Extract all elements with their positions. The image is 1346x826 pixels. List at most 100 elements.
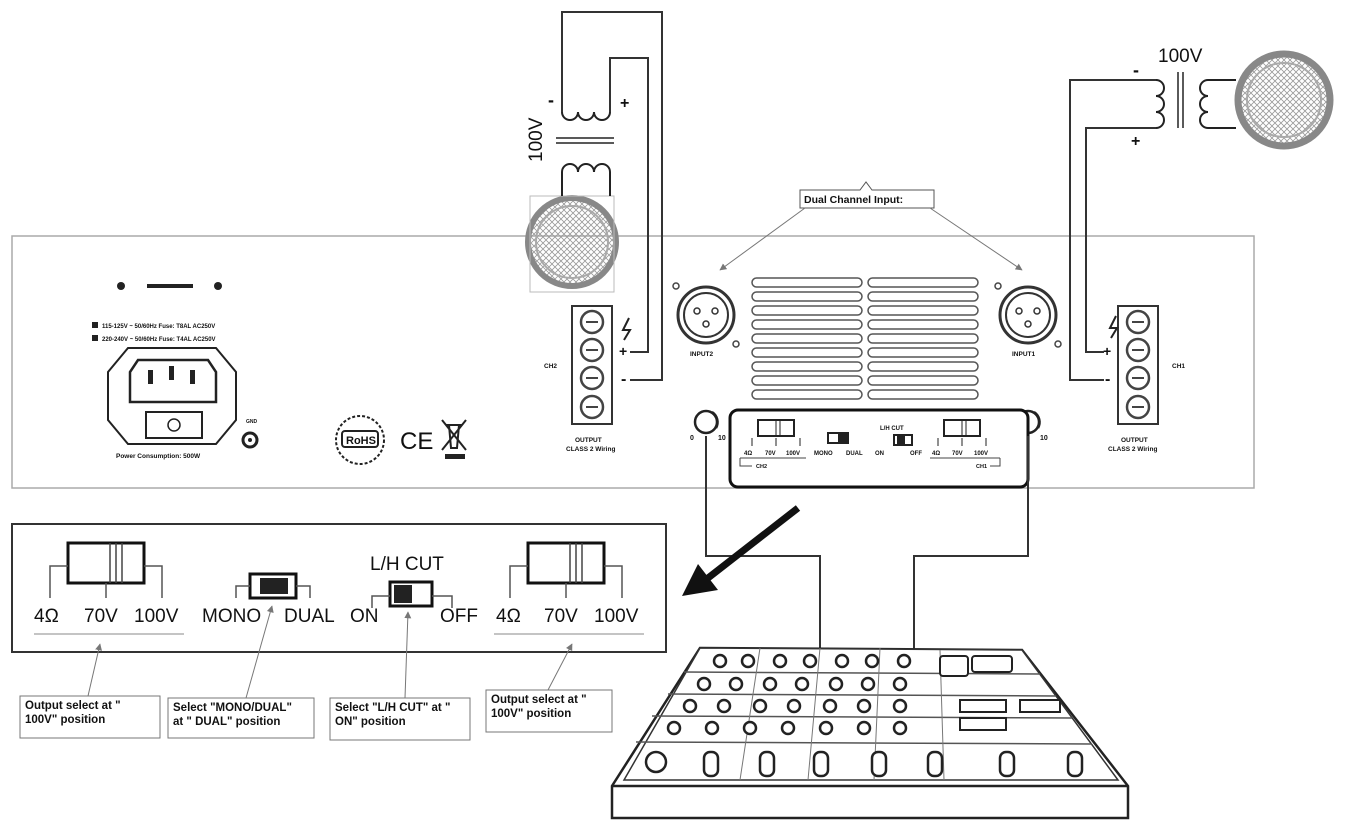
ch2-plus-sign: + (619, 343, 627, 359)
ch2-knob-min: 0 (690, 435, 694, 442)
ch1-speaker (1234, 50, 1334, 150)
note-leaders (87, 605, 573, 699)
ch1-knob-max: 10 (1040, 435, 1048, 442)
ch1-output-selector[interactable] (494, 541, 644, 635)
ch2-transformer (556, 111, 614, 196)
ventilation-grille (751, 277, 979, 400)
voltage-legend: 115-125V ~ 50/60Hz Fuse: T8AL AC250V 220… (92, 322, 216, 343)
ch2-transformer-minus: - (548, 90, 554, 110)
small-ohm: 4Ω (744, 451, 752, 457)
ch2-output-label: OUTPUT (575, 437, 602, 444)
ch2-voltage-label: 100V (526, 117, 547, 162)
note-3-line-2: ON" position (335, 716, 406, 728)
ch1-output-terminal[interactable] (1117, 305, 1159, 425)
mono-dual-switch[interactable] (235, 572, 311, 600)
hazard-bolt-icon-ch1 (1108, 315, 1119, 339)
zoom-off: OFF (440, 606, 478, 627)
ch1-class2-label: CLASS 2 Wiring (1108, 446, 1157, 453)
zoom-right-70v: 70V (544, 606, 578, 627)
note-3: Select "L/H CUT" at " ON" position (335, 701, 450, 729)
note-2: Select "MONO/DUAL" at " DUAL" position (173, 701, 292, 729)
ch2-minus-sign: - (621, 371, 626, 388)
lh-cut-switch[interactable] (371, 580, 453, 608)
zoom-left-100v: 100V (134, 606, 179, 627)
power-consumption-label: Power Consumption: 500W (116, 453, 201, 460)
small-off: OFF (910, 451, 922, 457)
hazard-bolt-icon (621, 317, 632, 341)
small-switch-panel: 4Ω 70V 100V CH2 MONO DUAL L/H CUT ON OFF… (739, 419, 1001, 470)
ch2-label: CH2 (544, 363, 557, 370)
note-4-line-2: 100V" position (491, 708, 572, 720)
dual-channel-input-label: Dual Channel Input: (804, 194, 903, 206)
small-70v: 70V (765, 451, 776, 457)
input1-xlr-connector[interactable] (994, 282, 1062, 348)
ch1-transformer-plus: + (1131, 133, 1140, 150)
small-70v-right: 70V (952, 451, 963, 457)
note-box-1 (19, 695, 161, 739)
small-on: ON (875, 451, 884, 457)
input2-xlr-connector[interactable] (672, 282, 740, 348)
zoom-dual: DUAL (284, 606, 335, 627)
ch1-speaker-wires (1069, 79, 1156, 381)
note-box-2 (167, 697, 315, 739)
panel-indicators (117, 282, 222, 290)
ch1-minus-sign: - (1105, 371, 1110, 388)
note-3-line-1: Select "L/H CUT" at " (335, 702, 451, 714)
gnd-label: GND (246, 419, 258, 425)
small-ohm-right: 4Ω (932, 451, 940, 457)
power-inlet[interactable] (107, 347, 237, 445)
mixer-faders (644, 750, 1084, 778)
ch1-plus-sign: + (1103, 343, 1111, 359)
small-ch2: CH2 (756, 464, 767, 470)
note-4: Output select at " 100V" position (491, 693, 587, 721)
note-box-4 (485, 689, 613, 733)
compliance-logos: RoHS CE (335, 415, 467, 465)
input2-label: INPUT2 (690, 351, 714, 358)
voltage-line-2: 220-240V ~ 50/60Hz Fuse: T4AL AC250V (102, 337, 216, 343)
zoom-lh-cut: L/H CUT (370, 554, 444, 575)
small-ch1: CH1 (976, 464, 987, 470)
ch2-speaker (525, 195, 619, 293)
ch1-voltage-label: 100V (1158, 46, 1203, 67)
note-1: Output select at " 100V" position (25, 699, 121, 727)
zoom-right-ohm: 4Ω (496, 606, 521, 627)
ch1-output-label: OUTPUT (1121, 437, 1148, 444)
input1-label: INPUT1 (1012, 351, 1036, 358)
ch2-volume-knob[interactable]: 0 10 (690, 409, 726, 442)
ch2-speaker-wires (561, 11, 663, 381)
ch2-output-terminal[interactable] (571, 305, 613, 425)
note-1-line-1: Output select at " (25, 700, 121, 712)
weee-bin-icon (441, 419, 467, 451)
ch2-knob-max: 10 (718, 435, 726, 442)
note-2-line-2: at " DUAL" position (173, 716, 281, 728)
small-100v-right: 100V (974, 451, 988, 457)
input-cables (705, 436, 1029, 650)
zoom-left-ohm: 4Ω (34, 606, 59, 627)
zoom-arrow (682, 505, 801, 596)
note-2-line-1: Select "MONO/DUAL" (173, 702, 292, 714)
small-mono: MONO (814, 451, 833, 457)
rohs-text: RoHS (346, 435, 376, 447)
ch2-transformer-plus: + (620, 95, 629, 112)
dual-channel-callout: Dual Channel Input: (719, 181, 1023, 271)
note-box-3 (329, 697, 471, 741)
zoom-right-100v: 100V (594, 606, 639, 627)
zoom-mono: MONO (202, 606, 261, 627)
ch2-output-selector[interactable] (34, 541, 184, 635)
mixer-knobs (666, 653, 912, 736)
small-100v: 100V (786, 451, 800, 457)
ch1-transformer-minus: - (1133, 60, 1139, 80)
ch1-label: CH1 (1172, 363, 1185, 370)
voltage-line-1: 115-125V ~ 50/60Hz Fuse: T8AL AC250V (102, 324, 215, 330)
zoom-left-70v: 70V (84, 606, 118, 627)
gnd-terminal[interactable]: GND (241, 419, 259, 449)
zoom-on: ON (350, 606, 379, 627)
ch1-transformer (1155, 72, 1236, 129)
ce-mark: CE (400, 428, 433, 455)
audio-mixer (610, 646, 1130, 820)
small-dual: DUAL (846, 451, 863, 457)
ch2-class2-label: CLASS 2 Wiring (566, 446, 615, 453)
note-1-line-2: 100V" position (25, 714, 106, 726)
